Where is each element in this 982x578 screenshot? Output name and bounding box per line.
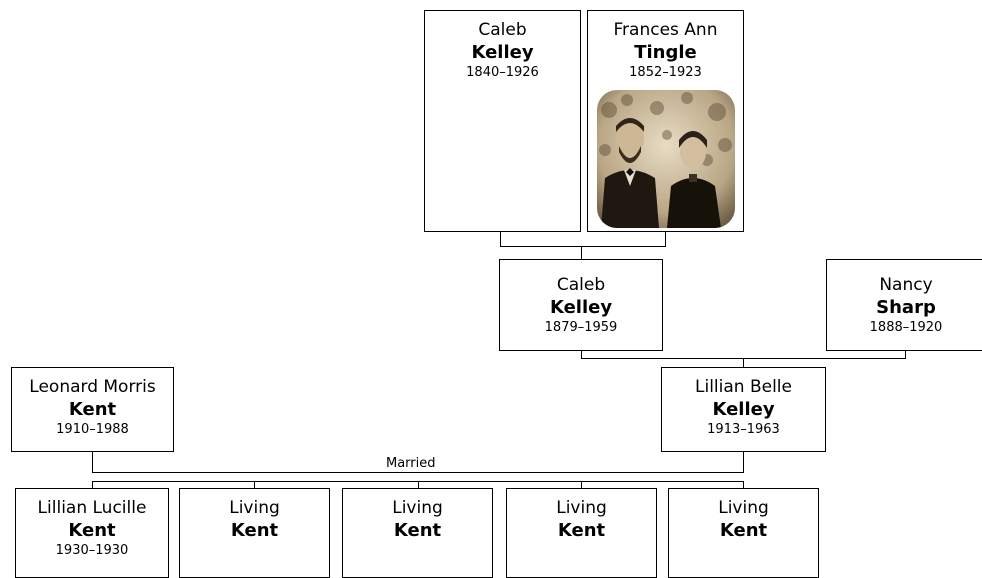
surname: Kent bbox=[230, 520, 279, 541]
connector-line bbox=[905, 351, 906, 359]
given-name: Caleb bbox=[478, 20, 527, 40]
connector-line bbox=[581, 246, 582, 260]
surname: Kelley bbox=[471, 42, 534, 63]
person-box-frances-ann-tingle[interactable]: Frances Ann Tingle 1852–1923 bbox=[587, 10, 744, 232]
connector-line bbox=[500, 246, 666, 247]
given-name: Leonard Morris bbox=[29, 377, 156, 397]
given-name: Living bbox=[392, 498, 443, 518]
life-years: 1910–1988 bbox=[56, 422, 129, 437]
connector-line bbox=[581, 351, 582, 359]
person-box-nancy-sharp[interactable]: Nancy Sharp 1888–1920 bbox=[826, 259, 982, 351]
married-label: Married bbox=[384, 456, 438, 471]
life-years: 1852–1923 bbox=[629, 65, 702, 80]
connector-line bbox=[665, 232, 666, 246]
connector-line bbox=[743, 452, 744, 473]
person-box-lillian-lucille-kent[interactable]: Lillian Lucille Kent 1930–1930 bbox=[15, 488, 169, 578]
person-box-lillian-belle-kelley[interactable]: Lillian Belle Kelley 1913–1963 bbox=[661, 367, 826, 452]
person-box-leonard-morris-kent[interactable]: Leonard Morris Kent 1910–1988 bbox=[11, 367, 174, 452]
life-years: 1913–1963 bbox=[707, 422, 780, 437]
surname: Kent bbox=[68, 520, 116, 541]
given-name: Nancy bbox=[879, 275, 933, 295]
given-name: Living bbox=[229, 498, 280, 518]
connector-line bbox=[418, 481, 419, 488]
surname: Tingle bbox=[634, 42, 697, 63]
life-years: 1888–1920 bbox=[869, 320, 943, 335]
surname: Kent bbox=[68, 399, 117, 420]
surname: Kelley bbox=[712, 399, 775, 420]
portrait-image bbox=[597, 90, 735, 228]
given-name: Lillian Lucille bbox=[37, 498, 147, 518]
connector-line bbox=[254, 481, 255, 488]
marriage-line bbox=[92, 472, 744, 473]
connector-line bbox=[92, 452, 93, 473]
surname: Kent bbox=[719, 520, 768, 541]
person-box-living-kent-4[interactable]: Living Kent bbox=[668, 488, 819, 578]
person-box-caleb-kelley-1840[interactable]: Caleb Kelley 1840–1926 bbox=[424, 10, 581, 232]
connector-line bbox=[92, 481, 93, 488]
connector-line bbox=[500, 232, 501, 246]
given-name: Living bbox=[556, 498, 607, 518]
connector-line bbox=[743, 358, 744, 367]
person-box-living-kent-2[interactable]: Living Kent bbox=[342, 488, 493, 578]
surname: Kelley bbox=[549, 297, 613, 318]
connector-line bbox=[581, 481, 582, 488]
given-name: Living bbox=[718, 498, 769, 518]
given-name: Caleb bbox=[556, 275, 606, 295]
life-years: 1930–1930 bbox=[55, 543, 129, 558]
connector-line bbox=[743, 481, 744, 488]
given-name: Frances Ann bbox=[613, 20, 718, 40]
person-box-living-kent-3[interactable]: Living Kent bbox=[506, 488, 657, 578]
life-years: 1840–1926 bbox=[466, 65, 539, 80]
portrait-photo[interactable] bbox=[597, 90, 735, 228]
person-box-living-kent-1[interactable]: Living Kent bbox=[179, 488, 330, 578]
surname: Kent bbox=[557, 520, 606, 541]
given-name: Lillian Belle bbox=[695, 377, 792, 397]
surname: Kent bbox=[393, 520, 442, 541]
person-box-caleb-kelley-1879[interactable]: Caleb Kelley 1879–1959 bbox=[499, 259, 663, 351]
surname: Sharp bbox=[876, 297, 936, 318]
life-years: 1879–1959 bbox=[544, 320, 618, 335]
